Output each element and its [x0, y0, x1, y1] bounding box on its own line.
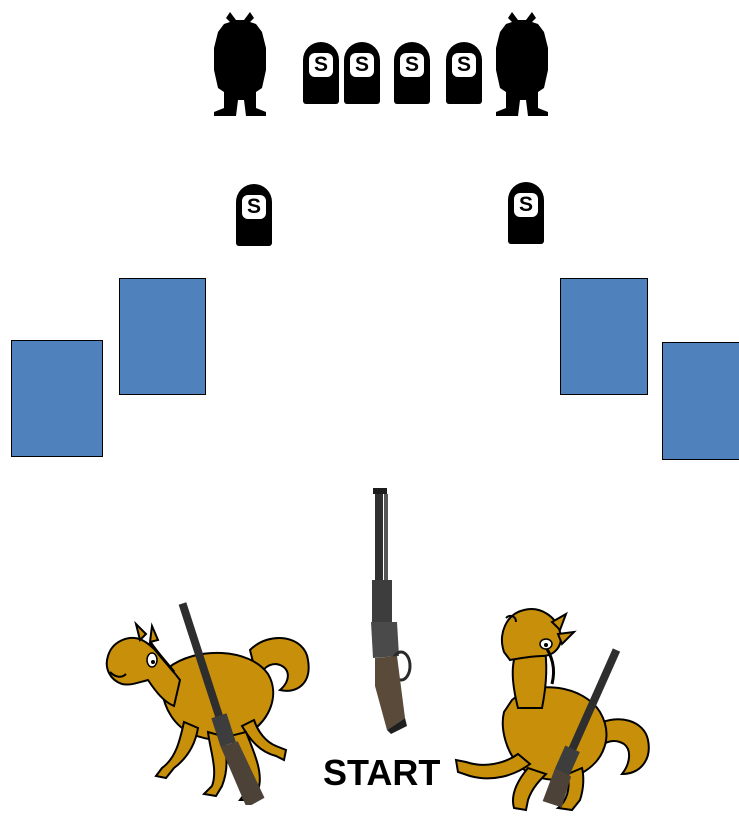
rifle-center-icon[interactable] [355, 486, 419, 736]
gravestone-letter: S [350, 53, 374, 77]
gravestone-1[interactable]: S [303, 42, 339, 104]
horse-right-icon[interactable] [448, 604, 658, 814]
gravestone-letter: S [452, 53, 476, 77]
outlaw-silhouette-right-icon [492, 8, 552, 116]
cover-block-right-front[interactable] [662, 342, 739, 460]
gravestone-3[interactable]: S [394, 42, 430, 104]
cover-block-left-back[interactable] [119, 278, 206, 395]
start-label[interactable]: START [323, 752, 440, 794]
gravestone-4[interactable]: S [446, 42, 482, 104]
gravestone-letter: S [309, 53, 333, 77]
gravestone-2[interactable]: S [344, 42, 380, 104]
horse-left-icon[interactable] [100, 590, 325, 805]
gravestone-letter: S [242, 195, 266, 219]
gravestone-letter: S [514, 193, 538, 217]
gravestone-letter: S [400, 53, 424, 77]
gravestone-mid-left[interactable]: S [236, 184, 272, 246]
cover-block-left-front[interactable] [11, 340, 103, 457]
gravestone-mid-right[interactable]: S [508, 182, 544, 244]
cover-block-right-back[interactable] [560, 278, 648, 395]
outlaw-silhouette-left-icon [210, 8, 270, 116]
